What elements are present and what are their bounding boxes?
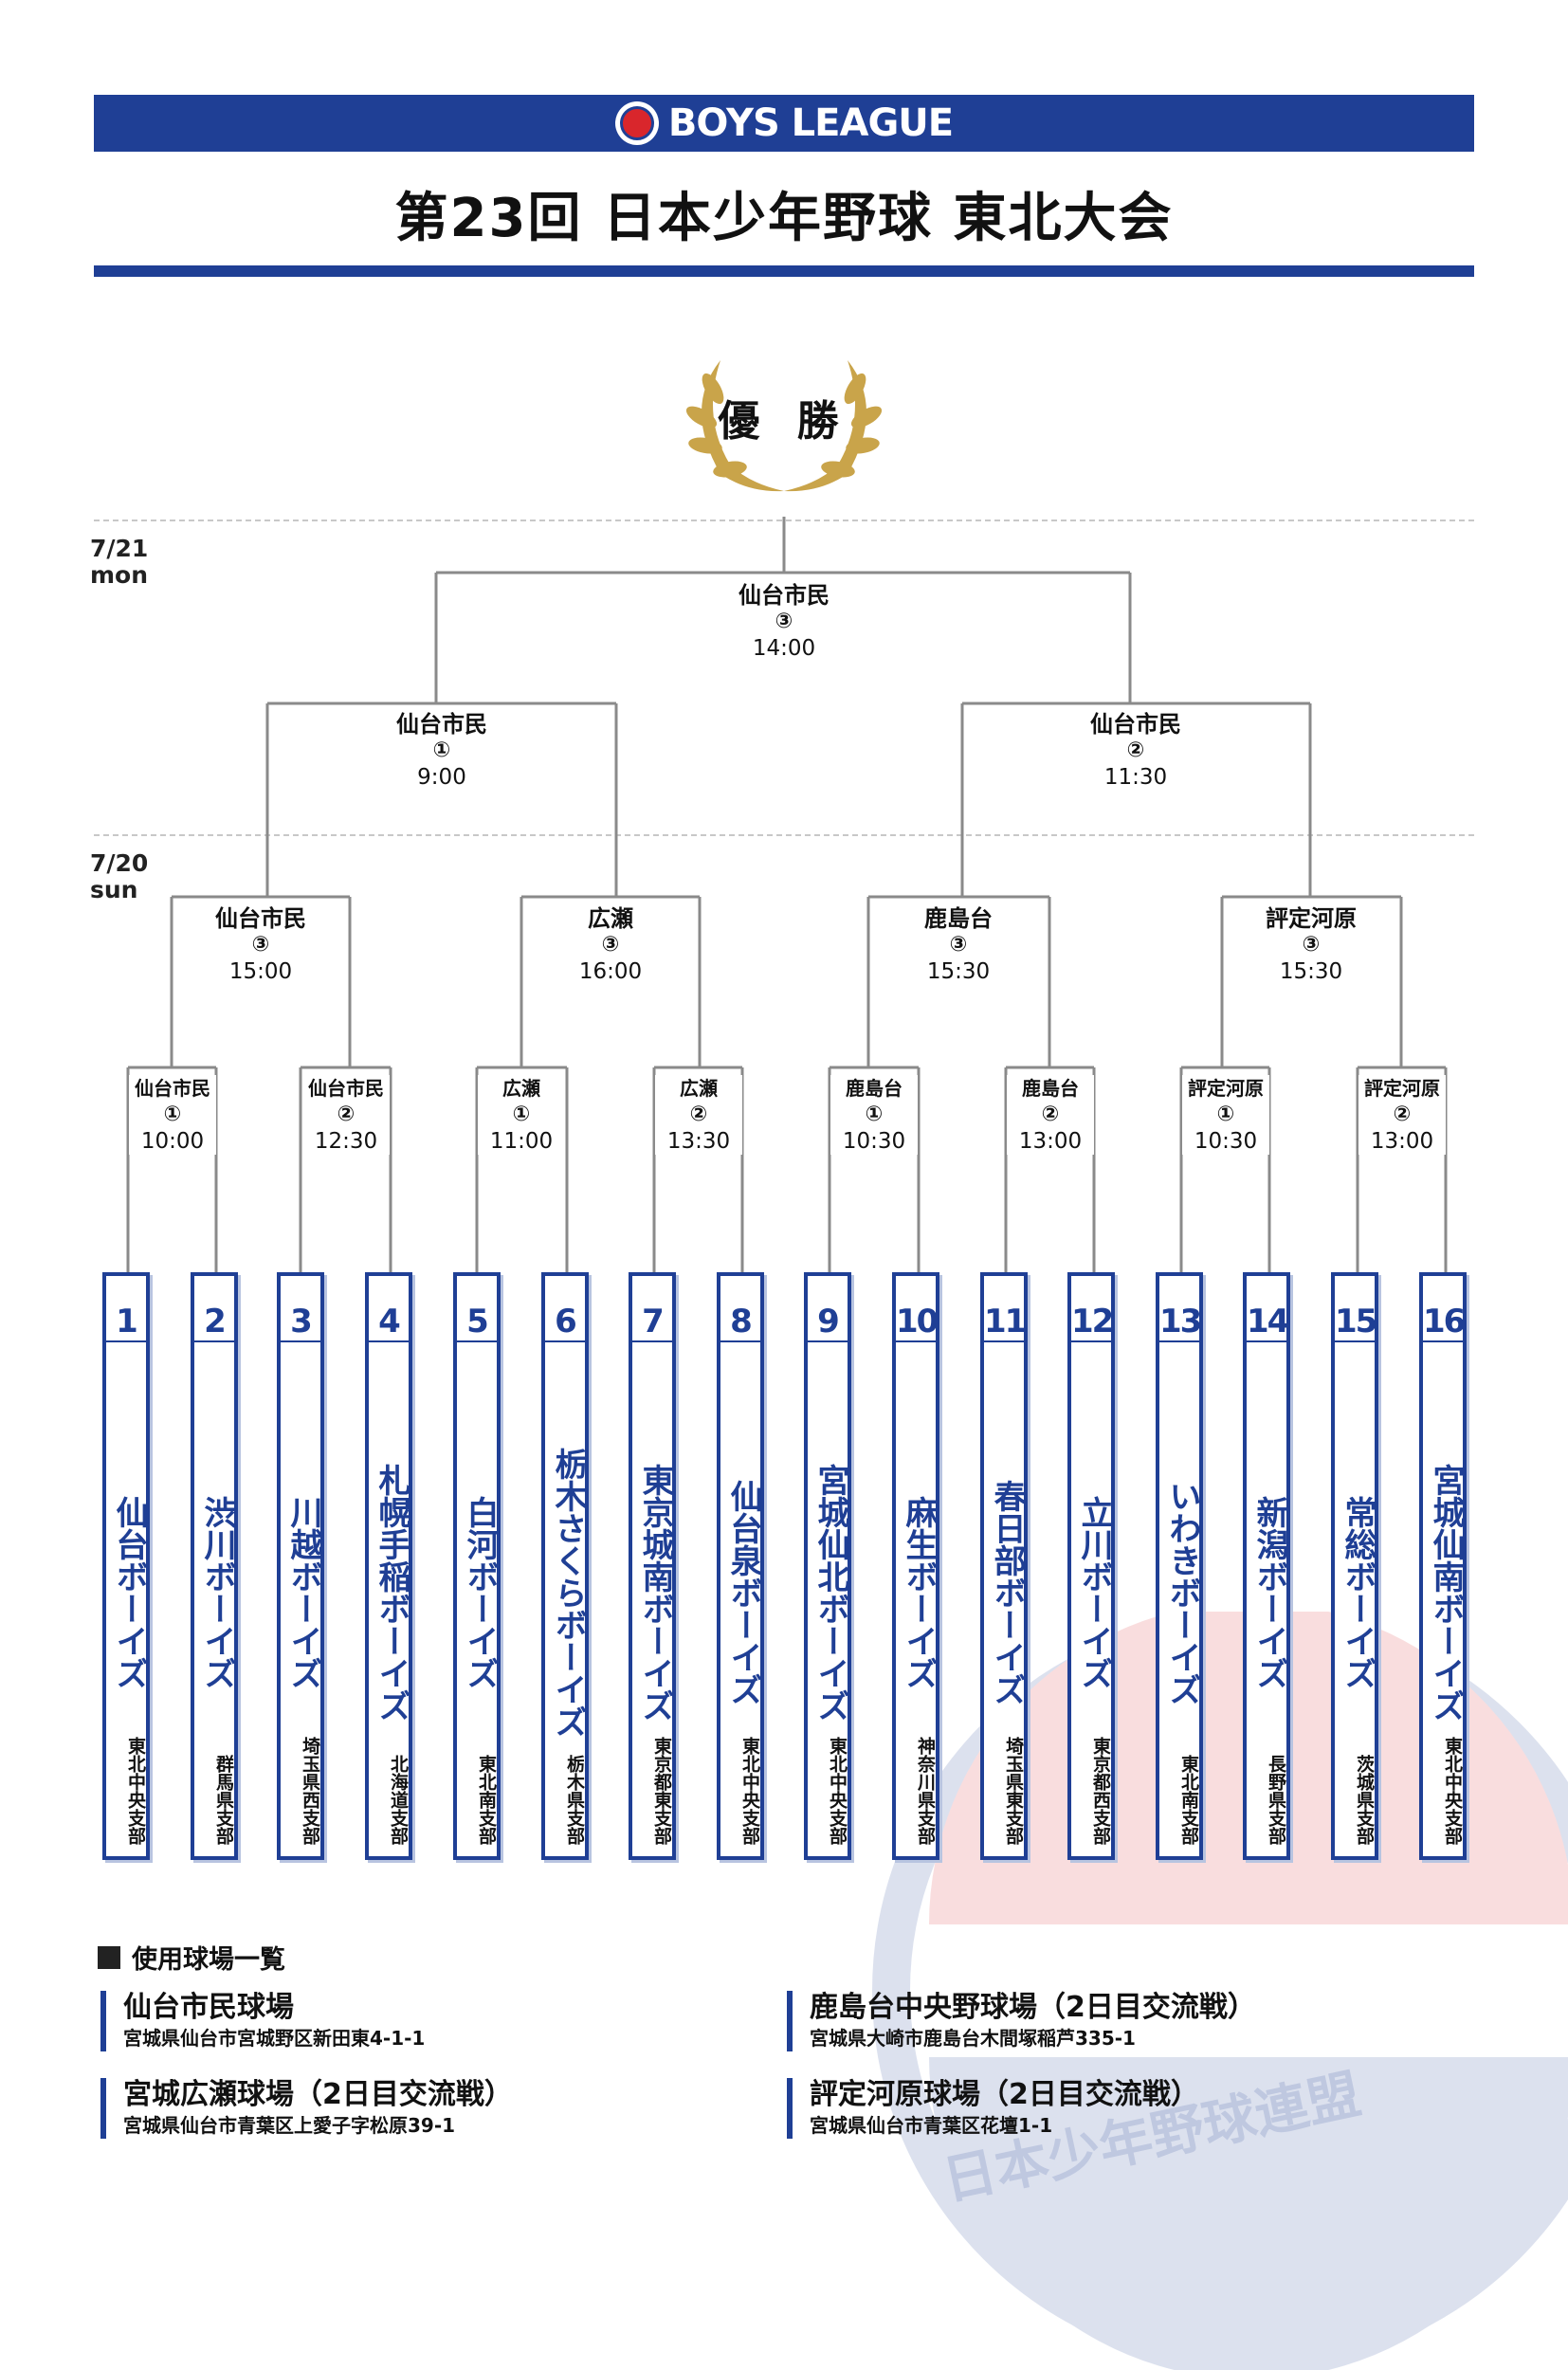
- laurel-wreath-icon: [685, 360, 883, 492]
- boys-league-logo-icon: [614, 101, 659, 145]
- champion-label: 優 勝: [718, 397, 850, 446]
- venue-hirose: 宮城広瀬球場（2日目交流戦）宮城県仙台市青葉区上愛子字松原39-1: [100, 2078, 513, 2139]
- page-title: 第23回 日本少年野球 東北大会: [394, 188, 1174, 249]
- venue-hyojogawara: 評定河原球場（2日目交流戦）宮城県仙台市青葉区花壇1-1: [787, 2078, 1199, 2139]
- venue-kashimadai: 鹿島台中央野球場（2日目交流戦）宮城県大崎市鹿島台木間塚稲芦335-1: [787, 1991, 1256, 2051]
- venues-heading: 使用球場一覧: [98, 1939, 285, 1976]
- title-underline: [94, 265, 1474, 277]
- tournament-bracket-lines: [126, 517, 1448, 1272]
- square-bullet-icon: [98, 1945, 120, 1969]
- logo-text: BOYS LEAGUE: [667, 101, 954, 145]
- venue-sendai-shimin: 仙台市民球場宮城県仙台市宮城野区新田東4-1-1: [100, 1991, 425, 2051]
- header-bar: BOYS LEAGUE: [94, 95, 1474, 152]
- day-separator-first: [94, 834, 1474, 836]
